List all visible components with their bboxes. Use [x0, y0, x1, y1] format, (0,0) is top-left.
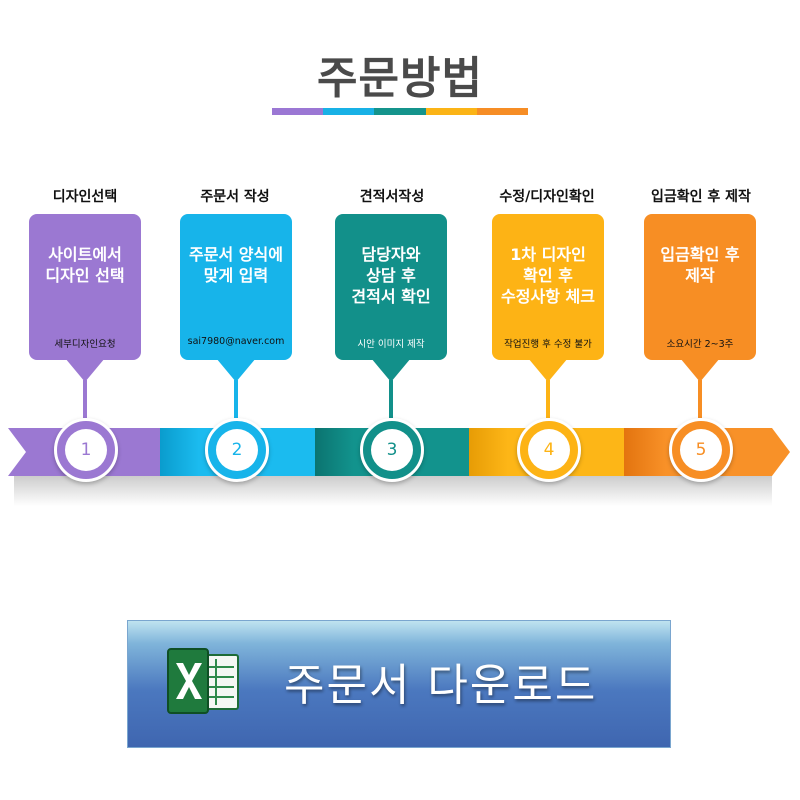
step-5-marker: 5 [669, 418, 733, 482]
step-2-note: sai7980@naver.com [187, 336, 285, 347]
step-5-number: 5 [680, 429, 722, 471]
step-1-label: 디자인선택 [52, 189, 118, 205]
step-1-card: 사이트에서 디자인 선택 세부디자인요청 [29, 214, 141, 382]
step-4-number: 4 [528, 429, 570, 471]
step-4-connector [546, 380, 550, 418]
step-3-connector [389, 380, 393, 418]
underline-segment-3 [374, 108, 426, 115]
step-5-description: 입금확인 후 제작 [660, 245, 740, 285]
download-label: 주문서 다운로드 [284, 660, 598, 711]
underline-segment-5 [476, 108, 529, 115]
step-1-marker: 1 [54, 418, 118, 482]
step-1-note: 세부디자인요청 [54, 339, 116, 350]
step-1-number: 1 [65, 429, 107, 471]
step-5-card: 입금확인 후 제작 소요시간 2~3주 [644, 214, 756, 382]
step-4-label: 수정/디자인확인 [499, 189, 595, 205]
step-2-description: 주문서 양식에 맞게 입력 [189, 245, 283, 285]
step-2-marker: 2 [205, 418, 269, 482]
step-4-card: 1차 디자인 확인 후 수정사항 체크 작업진행 후 수정 불가 [492, 214, 604, 382]
step-4-note: 작업진행 후 수정 불가 [504, 339, 592, 350]
underline-segment-1 [272, 108, 324, 115]
underline-segment-4 [425, 108, 477, 115]
step-3-note: 시안 이미지 제작 [357, 339, 425, 350]
step-3-number: 3 [371, 429, 413, 471]
step-3-label: 견적서작성 [359, 189, 425, 205]
underline-segment-2 [323, 108, 375, 115]
step-4-marker: 4 [517, 418, 581, 482]
page-title: 주문방법 [317, 53, 483, 104]
step-2-connector [234, 380, 238, 418]
step-5-note: 소요시간 2~3주 [666, 339, 734, 350]
step-2-number: 2 [216, 429, 258, 471]
step-1-connector [83, 380, 87, 418]
step-3-card: 담당자와 상담 후 견적서 확인 시안 이미지 제작 [335, 214, 447, 382]
step-3-marker: 3 [360, 418, 424, 482]
step-4-description: 1차 디자인 확인 후 수정사항 체크 [501, 245, 595, 306]
step-5-label: 입금확인 후 제작 [651, 189, 751, 205]
step-5-connector [698, 380, 702, 418]
order-form-download-button[interactable]: 주문서 다운로드 [127, 620, 671, 748]
excel-icon [167, 648, 239, 714]
title-underline [272, 108, 529, 115]
step-2-card: 주문서 양식에 맞게 입력 sai7980@naver.com [180, 214, 292, 382]
step-2-label: 주문서 작성 [200, 189, 270, 205]
step-1-description: 사이트에서 디자인 선택 [45, 245, 125, 285]
step-3-description: 담당자와 상담 후 견적서 확인 [351, 245, 431, 306]
